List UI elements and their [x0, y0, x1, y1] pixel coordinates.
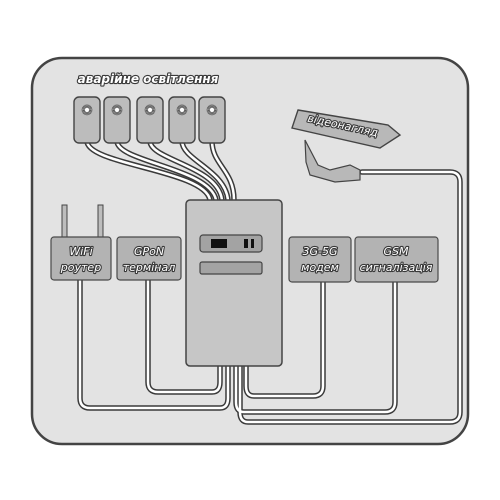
- status-bar: [199, 261, 263, 275]
- device-label: WiFi: [69, 245, 92, 258]
- svg-text:✺: ✺: [144, 103, 156, 119]
- emergency-lamp-icon: ✺: [198, 96, 226, 144]
- wires: [77, 138, 463, 425]
- emergency-lamp-icon: ✺: [73, 96, 101, 144]
- emergency-lamps: ✺ ✺ ✺ ✺ ✺: [73, 96, 226, 144]
- device-label: термінал: [123, 261, 175, 274]
- indicator-icon: [244, 239, 248, 248]
- wifi-router: WiFi роутер: [50, 236, 112, 281]
- indicator-icon: [211, 239, 227, 248]
- svg-text:✺: ✺: [176, 103, 188, 119]
- device-label: сигналізація: [360, 261, 433, 274]
- emergency-lamp-icon: ✺: [136, 96, 164, 144]
- gsm-alarm: GSM сигналізація: [354, 236, 439, 283]
- indicator-icon: [251, 239, 254, 248]
- lighting-title: аварійне освітлення: [78, 72, 219, 86]
- modem-3g-5g: 3G-5G модем: [288, 236, 352, 283]
- device-label: GSM: [384, 245, 410, 258]
- svg-text:✺: ✺: [206, 103, 218, 119]
- antenna-icon: [97, 204, 104, 241]
- emergency-lamp-icon: ✺: [168, 96, 196, 144]
- emergency-lamp-icon: ✺: [103, 96, 131, 144]
- device-label: GPoN: [134, 245, 164, 258]
- svg-text:✺: ✺: [81, 103, 93, 119]
- device-label: роутер: [60, 261, 101, 274]
- svg-text:✺: ✺: [111, 103, 123, 119]
- device-label: 3G-5G: [302, 245, 337, 258]
- central-power-unit: [185, 199, 283, 367]
- antenna-icon: [61, 204, 68, 241]
- gpon-terminal: GPoN термінал: [116, 236, 182, 281]
- device-label: модем: [301, 261, 339, 274]
